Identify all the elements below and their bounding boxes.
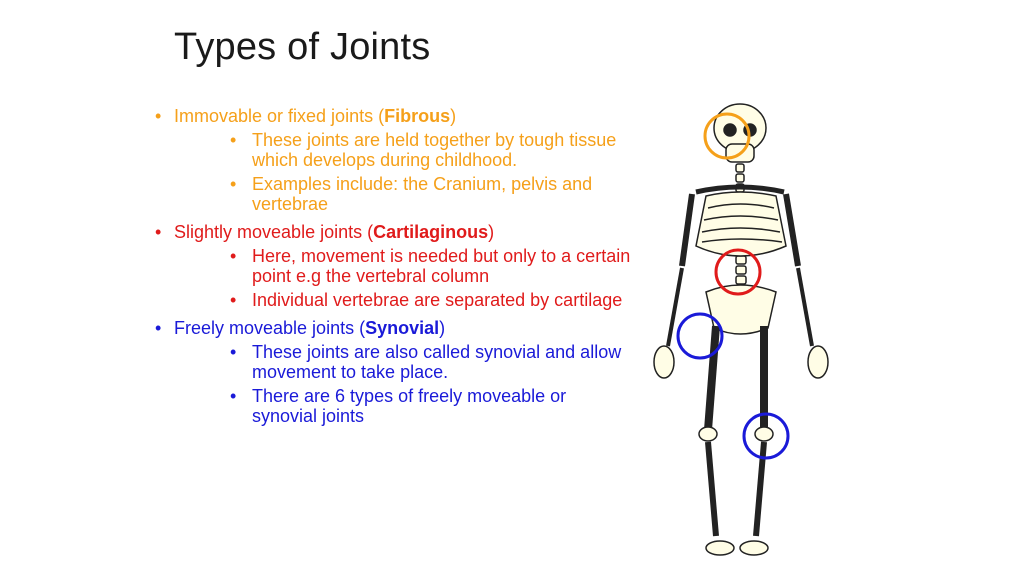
item-suffix: ): [450, 106, 457, 126]
pelvis: [705, 284, 777, 335]
right-knee: [754, 426, 774, 442]
ribcage: [695, 191, 787, 257]
left-knee: [698, 426, 718, 442]
left-hand: [653, 345, 675, 379]
fibrous-joint-circle: [703, 112, 751, 160]
item-prefix: Freely moveable joints (: [174, 318, 366, 338]
left-tibia: [705, 441, 719, 537]
hip-joint-circle: [676, 312, 724, 360]
sub-item-text: Here, movement is needed but only to a c…: [252, 246, 631, 286]
sub-item: • There are 6 types of freely moveable o…: [152, 386, 632, 426]
bullet-icon: •: [230, 290, 237, 310]
clavicle: [695, 184, 785, 195]
sub-item: • These joints are held together by toug…: [152, 130, 632, 170]
sub-item: • Examples include: the Cranium, pelvis …: [152, 174, 632, 214]
knee-joint-circle: [742, 412, 790, 460]
cartilaginous-joint-circle: [714, 248, 762, 296]
bullet-icon: •: [230, 246, 237, 266]
item-prefix: Immovable or fixed joints (: [174, 106, 385, 126]
sub-item-text: These joints are held together by tough …: [252, 130, 617, 170]
item-keyword: Cartilaginous: [373, 222, 489, 242]
left-forearm: [666, 267, 684, 347]
group-fibrous: • Immovable or fixed joints (Fibrous) • …: [152, 106, 632, 214]
bullet-icon: •: [230, 174, 237, 194]
sub-item: • Here, movement is needed but only to a…: [152, 246, 632, 286]
item-suffix: ): [439, 318, 446, 338]
sub-item-text: Examples include: the Cranium, pelvis an…: [252, 174, 593, 214]
item-keyword: Synovial: [365, 318, 440, 338]
sub-item: • These joints are also called synovial …: [152, 342, 632, 382]
list-item-fibrous: • Immovable or fixed joints (Fibrous): [152, 106, 632, 126]
bullet-icon: •: [230, 342, 237, 362]
sub-item-text: Individual vertebrae are separated by ca…: [252, 290, 623, 310]
right-forearm: [796, 267, 814, 347]
group-synovial: • Freely moveable joints (Synovial) • Th…: [152, 318, 632, 426]
left-foot: [705, 540, 735, 556]
skeleton-illustration: [653, 103, 829, 556]
list-item-cartilaginous: • Slightly moveable joints (Cartilaginou…: [152, 222, 632, 242]
item-keyword: Fibrous: [384, 106, 451, 126]
item-prefix: Slightly moveable joints (: [174, 222, 374, 242]
bullet-icon: •: [230, 130, 237, 150]
bullet-icon: •: [155, 222, 162, 242]
right-humerus: [783, 193, 801, 267]
left-humerus: [679, 193, 695, 267]
sub-item-text: These joints are also called synovial an…: [252, 342, 622, 382]
slide-title: Types of Joints: [174, 26, 431, 68]
bullet-list: • Immovable or fixed joints (Fibrous) • …: [152, 106, 632, 434]
group-cartilaginous: • Slightly moveable joints (Cartilaginou…: [152, 222, 632, 310]
sub-item-text: There are 6 types of freely moveable or …: [252, 386, 567, 426]
bullet-icon: •: [155, 318, 162, 338]
sub-item: • Individual vertebrae are separated by …: [152, 290, 632, 310]
right-hand: [807, 345, 829, 379]
list-item-synovial: • Freely moveable joints (Synovial): [152, 318, 632, 338]
item-suffix: ): [488, 222, 495, 242]
left-femur: [704, 325, 720, 431]
bullet-icon: •: [155, 106, 162, 126]
right-foot: [739, 540, 769, 556]
bullet-icon: •: [230, 386, 237, 406]
